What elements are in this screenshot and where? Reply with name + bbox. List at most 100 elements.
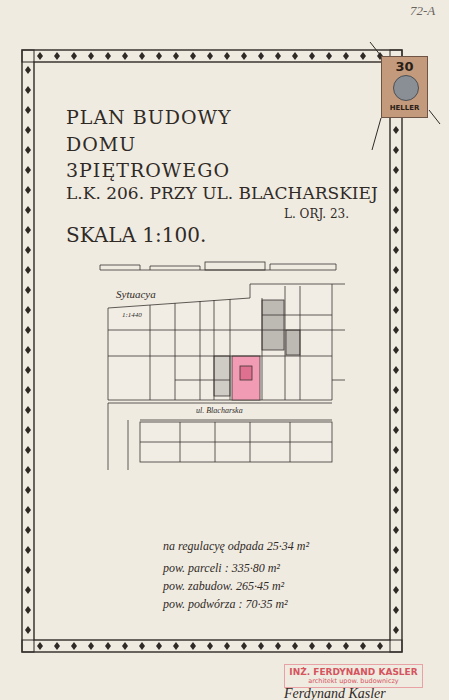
frame-ornament <box>71 642 77 650</box>
frame-ornament <box>71 52 77 60</box>
stamp-emblem <box>393 75 419 101</box>
frame-ornament <box>393 366 399 374</box>
stamp-subline: architekt upow. budowniczy <box>289 677 418 685</box>
frame-ornament <box>25 126 31 134</box>
frame-ornament <box>393 226 399 234</box>
frame-ornament <box>309 52 315 60</box>
frame-ornament <box>393 386 399 394</box>
frame-ornament <box>156 642 162 650</box>
frame-ornament <box>258 52 264 60</box>
frame-ornament <box>393 606 399 614</box>
frame-ornament <box>326 642 332 650</box>
order-number: L. ORJ. 23. <box>284 208 349 222</box>
frame-ornament <box>139 52 145 60</box>
frame-ornament <box>393 526 399 534</box>
frame-ornament <box>25 186 31 194</box>
frame-ornament <box>377 642 383 650</box>
frame-ornament <box>25 226 31 234</box>
frame-ornament <box>360 52 366 60</box>
frame-ornament <box>25 406 31 414</box>
site-scale: 1:1440 <box>122 311 142 319</box>
frame-ornament <box>25 266 31 274</box>
frame-ornament <box>25 546 31 554</box>
frame-ornament <box>360 642 366 650</box>
frame-ornament <box>224 642 230 650</box>
frame-ornament <box>258 642 264 650</box>
frame-ornament <box>25 566 31 574</box>
frame-ornament <box>88 52 94 60</box>
frame-ornament <box>393 286 399 294</box>
frame-ornament <box>190 52 196 60</box>
frame-ornament <box>156 52 162 60</box>
frame-ornament <box>393 466 399 474</box>
frame-ornament <box>393 266 399 274</box>
frame-ornament <box>393 146 399 154</box>
stamp-heading: INŻ. FERDYNAND KASLER <box>289 667 418 677</box>
frame-ornament <box>25 246 31 254</box>
frame-ornament <box>37 642 43 650</box>
frame-ornament <box>25 506 31 514</box>
frame-ornament <box>25 326 31 334</box>
frame-ornament <box>190 642 196 650</box>
frame-ornament <box>393 206 399 214</box>
frame-ornament <box>25 526 31 534</box>
frame-ornament <box>173 52 179 60</box>
scale-note: SKALA 1:100. <box>66 224 206 247</box>
frame-ornament <box>309 642 315 650</box>
frame-ornament <box>207 52 213 60</box>
frame-ornament <box>25 206 31 214</box>
signature: Ferdynand Kasler <box>284 686 386 700</box>
frame-ornament <box>393 626 399 634</box>
area-note: pow. zabudow. 265·45 m² <box>163 580 284 594</box>
frame-ornament <box>25 146 31 154</box>
frame-ornament <box>393 566 399 574</box>
frame-ornament <box>343 52 349 60</box>
street-name: ul. Blacharska <box>196 406 243 415</box>
cancel-stroke <box>370 42 440 150</box>
area-note: na regulacyę odpada 25·34 m² <box>163 540 309 554</box>
frame-ornament <box>393 346 399 354</box>
frame-ornament <box>25 346 31 354</box>
frame-ornament <box>393 406 399 414</box>
frame-ornament <box>25 366 31 374</box>
frame-corner <box>390 640 402 652</box>
frame-ornament <box>105 642 111 650</box>
frame-ornament <box>25 486 31 494</box>
frame-ornament <box>173 642 179 650</box>
frame-ornament <box>25 586 31 594</box>
frame-ornament <box>25 166 31 174</box>
frame-ornament <box>88 642 94 650</box>
frame-ornament <box>25 606 31 614</box>
frame-ornament <box>393 166 399 174</box>
frame-ornament <box>25 426 31 434</box>
frame-ornament <box>25 86 31 94</box>
frame-ornament <box>393 306 399 314</box>
frame-ornament <box>326 52 332 60</box>
stamp-heading: 30 <box>386 59 423 74</box>
architect-stamp: INŻ. FERDYNAND KASLERarchitekt upow. bud… <box>284 664 423 688</box>
frame-ornament <box>292 52 298 60</box>
frame-ornament <box>25 626 31 634</box>
frame-ornament <box>393 506 399 514</box>
frame-ornament <box>393 326 399 334</box>
frame-ornament <box>122 642 128 650</box>
frame-ornament <box>139 642 145 650</box>
frame-ornament <box>343 642 349 650</box>
frame-corner <box>22 640 34 652</box>
frame-ornament <box>393 426 399 434</box>
elevation-strip <box>100 262 336 270</box>
frame-ornament <box>25 466 31 474</box>
address-line: L.K. 206. PRZY UL. BLACHARSKIEJ <box>66 184 378 204</box>
frame-ornament <box>393 246 399 254</box>
frame-ornament <box>224 52 230 60</box>
frame-ornament <box>37 52 43 60</box>
frame-ornament <box>275 642 281 650</box>
frame-ornament <box>241 642 247 650</box>
frame-ornament <box>207 642 213 650</box>
frame-ornament <box>393 586 399 594</box>
site-label: Sytuacya <box>116 288 156 301</box>
revenue-stamp: 30HELLER <box>381 56 428 118</box>
frame-ornament <box>25 306 31 314</box>
area-note: pow. podwórza : 70·35 m² <box>163 598 288 612</box>
